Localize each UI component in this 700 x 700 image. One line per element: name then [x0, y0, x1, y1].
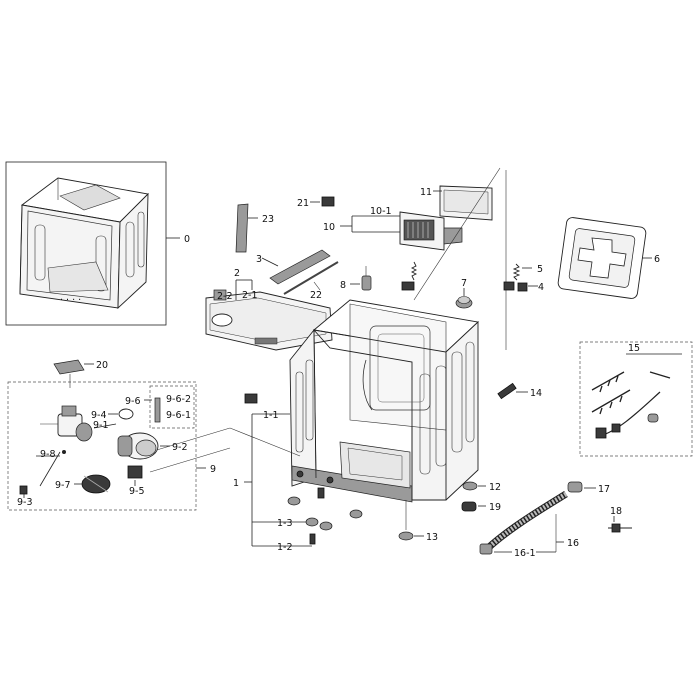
callout-11: 11 — [420, 187, 432, 198]
callout-3: 3 — [256, 254, 262, 265]
part-1-main-cabinet — [289, 299, 479, 503]
callout-14: 14 — [530, 388, 542, 399]
part-12-foot: 12 — [462, 481, 501, 493]
part-1-3-leg — [305, 517, 333, 545]
callout-21: 21 — [297, 198, 309, 209]
part-9-6-hose-clamp: 9-6 9-6-2 9-6-1 — [125, 394, 191, 423]
callout-19: 19 — [489, 502, 501, 513]
part-9-8-hose: 9-8 — [36, 449, 66, 487]
callout-10-1: 10-1 — [370, 206, 392, 217]
part-6-gasket-frame: 6 — [557, 217, 660, 299]
part-16-drain-hose: 16 16-1 — [479, 491, 579, 559]
part-7-knob: 7 — [455, 278, 473, 309]
part-20-bracket: 20 — [53, 359, 108, 388]
callout-23: 23 — [262, 214, 274, 225]
callout-2-2: 2-2 — [217, 291, 233, 302]
part-10-drawer-assembly: 10-1 10 — [323, 206, 463, 251]
callout-9-6-2: 9-6-2 — [166, 394, 191, 405]
callout-0: 0 — [184, 234, 190, 245]
part-3-bracket: 3 — [256, 249, 331, 285]
callout-12: 12 — [489, 482, 501, 493]
part-9-2-pump-housing: 9-2 — [117, 432, 188, 460]
callout-9-8: 9-8 — [40, 449, 56, 460]
callout-1-3: 1-3 — [277, 518, 293, 529]
callout-16-1: 16-1 — [514, 548, 536, 559]
part-13-foot: 13 — [398, 500, 438, 543]
callout-2-1: 2-1 — [242, 290, 258, 301]
callout-22: 22 — [310, 290, 322, 301]
part-9-drain-pump-group: 9 — [7, 381, 301, 511]
callout-9-5: 9-5 — [129, 486, 145, 497]
callout-9-4: 9-4 — [91, 410, 107, 421]
callout-9-6-1: 9-6-1 — [166, 410, 191, 421]
callout-17: 17 — [598, 484, 610, 495]
callout-9-1: 9-1 — [93, 420, 109, 431]
callout-1-bracket-lines: 1 1-3 1-2 — [233, 414, 312, 553]
callout-5: 5 — [537, 264, 543, 275]
callout-6: 6 — [654, 254, 660, 265]
callout-1-2: 1-2 — [277, 542, 293, 553]
part-8-sensor: 8 — [340, 266, 372, 291]
callout-15: 15 — [628, 343, 640, 354]
part-21-clip: 21 — [297, 196, 335, 209]
part-11-drawer-cover: 11 — [420, 185, 493, 221]
callout-9-6: 9-6 — [125, 396, 141, 407]
callout-1-1: 1-1 — [263, 410, 279, 421]
callout-20: 20 — [96, 360, 108, 371]
callout-2: 2 — [234, 268, 240, 279]
part-9-4-seal-ring: 9-4 — [91, 408, 134, 421]
callout-8: 8 — [340, 280, 346, 291]
part-15-wire-harness-group: 15 — [579, 341, 693, 457]
part-9-1-pump-motor: 9-1 — [40, 405, 117, 442]
callout-9-7: 9-7 — [55, 480, 71, 491]
part-5-spring: 5 — [503, 263, 543, 291]
part-9-3-clip: 9-3 — [17, 485, 33, 508]
part-18-connector: 18 — [608, 506, 632, 533]
callout-13: 13 — [426, 532, 438, 543]
callout-18: 18 — [610, 506, 622, 517]
svg-text:. . . .: . . . . — [60, 292, 81, 303]
part-17-hose-cap: 17 — [567, 481, 610, 495]
callout-9: 9 — [210, 464, 216, 475]
callout-4: 4 — [538, 282, 544, 293]
callout-16: 16 — [567, 538, 579, 549]
callout-9-2: 9-2 — [172, 442, 188, 453]
callout-9-3: 9-3 — [17, 497, 33, 508]
part-9-7-drain-filter-cap: 9-7 — [55, 474, 111, 494]
part-leg-feet — [287, 487, 363, 519]
part-1-1-bracket: 1-1 — [244, 393, 290, 421]
part-spring-top-left — [401, 261, 418, 291]
callout-1: 1 — [233, 478, 239, 489]
part-22-rod: 22 — [283, 261, 339, 301]
part-4-damper-bracket: 4 — [517, 282, 544, 293]
part-14-valve: 14 — [497, 382, 542, 400]
callout-10: 10 — [323, 222, 335, 233]
callout-7: 7 — [461, 278, 467, 289]
part-23-strip: 23 — [235, 203, 274, 253]
part-9-5-filter: 9-5 — [127, 465, 145, 497]
part-2-front-top-panel: 2 2-2 2-1 — [205, 268, 333, 351]
part-19-cap: 19 — [461, 501, 501, 513]
part-0-cabinet-assembly-inset: . . . . 0 — [5, 161, 190, 326]
